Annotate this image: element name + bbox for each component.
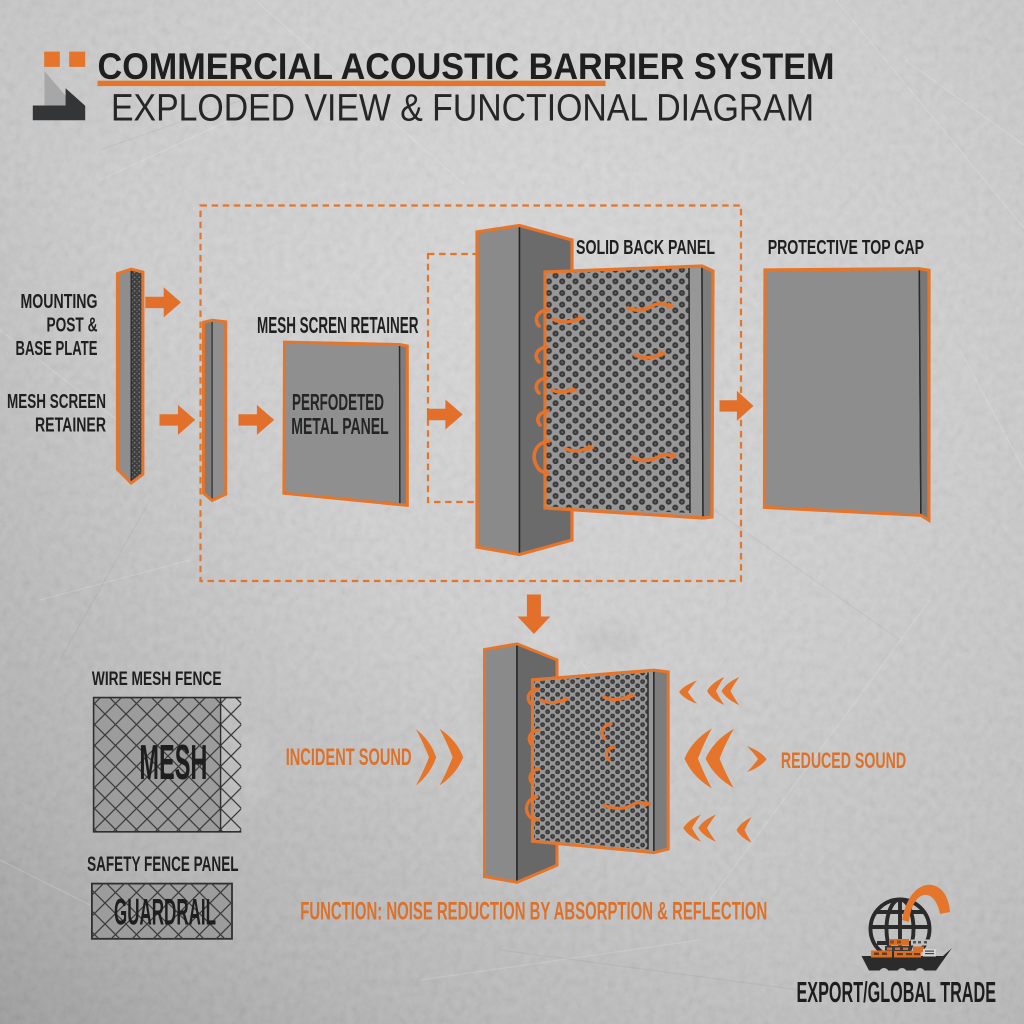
- svg-text:METAL PANEL: METAL PANEL: [291, 413, 389, 439]
- svg-text:INCIDENT SOUND: INCIDENT SOUND: [286, 744, 412, 771]
- svg-text:PERFODETED: PERFODETED: [292, 389, 384, 415]
- svg-text:REDUCED SOUND: REDUCED SOUND: [781, 748, 906, 773]
- svg-text:MESH: MESH: [139, 736, 207, 790]
- svg-text:BASE PLATE: BASE PLATE: [16, 337, 98, 360]
- svg-text:EXPLODED VIEW & FUNCTIONAL DIA: EXPLODED VIEW & FUNCTIONAL DIAGRAM: [111, 88, 814, 130]
- svg-text:SOLID BACK PANEL: SOLID BACK PANEL: [576, 237, 715, 259]
- svg-text:MESH SCREEN: MESH SCREEN: [7, 390, 106, 413]
- svg-text:SAFETY FENCE PANEL: SAFETY FENCE PANEL: [87, 852, 238, 876]
- svg-text:GUARDRAIL: GUARDRAIL: [114, 892, 216, 933]
- svg-text:EXPORT/GLOBAL TRADE: EXPORT/GLOBAL TRADE: [797, 977, 997, 1009]
- svg-text:MOUNTING: MOUNTING: [21, 290, 98, 313]
- svg-text:FUNCTION: NOISE REDUCTION BY A: FUNCTION: NOISE REDUCTION BY ABSORPTION …: [300, 898, 767, 926]
- svg-text:COMMERCIAL ACOUSTIC BARRIER SY: COMMERCIAL ACOUSTIC BARRIER SYSTEM: [98, 45, 835, 87]
- svg-text:RETAINER: RETAINER: [35, 414, 106, 437]
- svg-text:PROTECTIVE TOP CAP: PROTECTIVE TOP CAP: [768, 237, 924, 259]
- svg-text:MESH SCREN RETAINER: MESH SCREN RETAINER: [257, 312, 419, 338]
- svg-text:WIRE MESH FENCE: WIRE MESH FENCE: [92, 669, 222, 690]
- svg-text:POST &: POST &: [47, 314, 98, 337]
